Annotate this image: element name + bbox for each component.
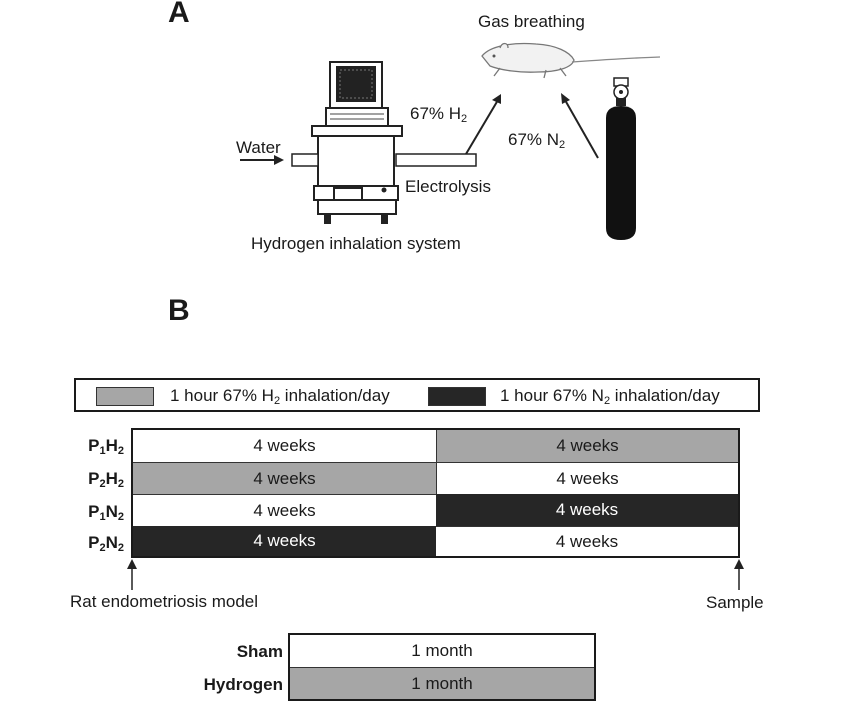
h2-percentage-label: 67% H2: [410, 104, 467, 125]
n2-percentage-label: 67% N2: [508, 130, 565, 151]
row-label-p1h2: P1H2: [70, 436, 124, 457]
hydrogen-inhalation-system-label: Hydrogen inhalation system: [251, 234, 461, 253]
row-label-p2n2: P2N2: [70, 533, 124, 554]
legend-n2-label: 1 hour 67% N2 inhalation/day: [500, 386, 720, 407]
n2-percentage-text: 67% N: [508, 130, 560, 149]
sham-duration: 1 month: [290, 635, 594, 667]
h2-percentage-subscript: 2: [461, 113, 468, 125]
panel-a-letter: A: [168, 0, 190, 29]
row-label-p2h2: P2H2: [70, 469, 124, 490]
row-label-p1h2-gs: 2: [117, 445, 124, 457]
rat-icon: [481, 42, 661, 79]
n2-percentage-subscript: 2: [559, 139, 566, 151]
legend-n2-text-pre: 1 hour 67% N: [500, 386, 604, 405]
legend-n2-text-post: inhalation/day: [610, 386, 720, 405]
row-label-p1n2-p: P: [88, 502, 100, 521]
gas-cylinder-icon: [606, 77, 636, 240]
panel-b-letter: B: [168, 294, 190, 327]
row-label-p1n2-gs: 2: [117, 511, 124, 523]
row-label-p2n2-gs: 2: [117, 542, 124, 554]
sample-label: Sample: [706, 593, 764, 612]
row-label-p1n2-g: N: [105, 502, 118, 521]
p2n2-first-period: 4 weeks: [133, 526, 436, 556]
legend-box: 1 hour 67% H2 inhalation/day 1 hour 67% …: [74, 378, 760, 412]
legend-h2-text-post: inhalation/day: [280, 386, 390, 405]
legend-n2-swatch: [428, 387, 486, 406]
sham-label: Sham: [236, 642, 283, 661]
p2n2-second-period: 4 weeks: [436, 526, 738, 556]
monitor-icon: [325, 61, 389, 127]
n2-arrow: [564, 99, 599, 159]
row-label-p2h2-ps: 2: [99, 478, 106, 490]
timeline-grid: 4 weeks 4 weeks 4 weeks 4 weeks 4 weeks …: [131, 428, 740, 558]
row-label-p1n2-ps: 1: [99, 511, 106, 523]
p1n2-second-period: 4 weeks: [436, 494, 738, 526]
legend-h2-label: 1 hour 67% H2 inhalation/day: [170, 386, 390, 407]
row-label-p2n2-ps: 2: [99, 542, 106, 554]
sham-hydrogen-table: 1 month 1 month: [288, 633, 596, 701]
hydrogen-label: Hydrogen: [203, 675, 283, 694]
p1h2-first-period: 4 weeks: [133, 430, 436, 462]
legend-h2-subscript: 2: [273, 395, 281, 407]
p2h2-first-period: 4 weeks: [133, 462, 436, 494]
h2-percentage-text: 67% H: [410, 104, 462, 123]
legend-h2-swatch: [96, 387, 154, 406]
row-label-p2n2-g: N: [105, 533, 118, 552]
gas-breathing-label: Gas breathing: [478, 12, 585, 31]
electrolysis-machine-icon: [291, 125, 477, 224]
row-label-p1h2-g: H: [105, 436, 118, 455]
row-label-p2h2-g: H: [105, 469, 118, 488]
electrolysis-label: Electrolysis: [405, 177, 491, 196]
rat-endometriosis-model-label: Rat endometriosis model: [70, 592, 259, 611]
row-label-p1h2-p: P: [88, 436, 100, 455]
p2h2-second-period: 4 weeks: [436, 462, 738, 494]
row-label-p1n2: P1N2: [70, 502, 124, 523]
row-label-p1h2-ps: 1: [99, 445, 106, 457]
h2-arrow: [465, 99, 499, 155]
legend-h2-text-pre: 1 hour 67% H: [170, 386, 274, 405]
hydrogen-duration: 1 month: [290, 667, 594, 699]
row-label-p2h2-p: P: [88, 469, 100, 488]
p1h2-second-period: 4 weeks: [436, 430, 738, 462]
row-label-p2n2-p: P: [88, 533, 100, 552]
legend-n2-subscript: 2: [603, 395, 611, 407]
p1n2-first-period: 4 weeks: [133, 494, 436, 526]
water-label: Water: [236, 138, 281, 157]
row-label-p2h2-gs: 2: [117, 478, 124, 490]
